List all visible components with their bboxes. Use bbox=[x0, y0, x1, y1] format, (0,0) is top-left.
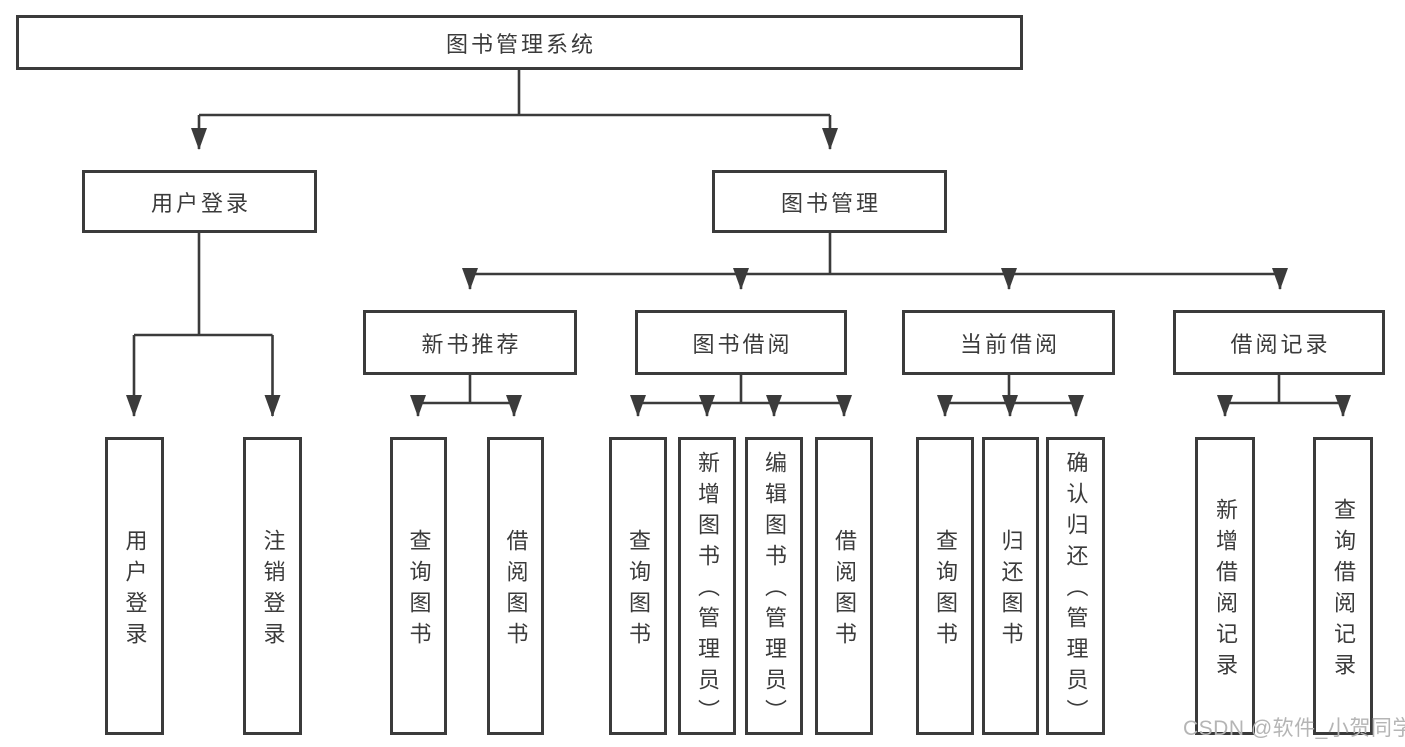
node-root: 图书管理系统 bbox=[16, 15, 1023, 70]
node-current-borrow-category: 当前借阅 bbox=[902, 310, 1115, 375]
node-book-management-branch: 图书管理 bbox=[712, 170, 947, 233]
node-user-login-branch: 用户登录 bbox=[82, 170, 317, 233]
node-login-user: 用户登录 bbox=[105, 437, 164, 735]
node-current-return: 归还图书 bbox=[982, 437, 1039, 735]
node-borrow-add-admin: 新增图书（管理员） bbox=[678, 437, 736, 735]
node-current-query: 查询图书 bbox=[916, 437, 974, 735]
node-new-books-category: 新书推荐 bbox=[363, 310, 577, 375]
node-newbooks-borrow: 借阅图书 bbox=[487, 437, 544, 735]
node-borrow-records-category: 借阅记录 bbox=[1173, 310, 1385, 375]
node-borrow-borrow: 借阅图书 bbox=[815, 437, 873, 735]
node-current-confirm-admin: 确认归还（管理员） bbox=[1046, 437, 1105, 735]
node-records-add: 新增借阅记录 bbox=[1195, 437, 1255, 735]
node-book-borrow-category: 图书借阅 bbox=[635, 310, 847, 375]
node-borrow-edit-admin: 编辑图书（管理员） bbox=[745, 437, 803, 735]
node-borrow-query: 查询图书 bbox=[609, 437, 667, 735]
node-newbooks-query: 查询图书 bbox=[390, 437, 447, 735]
node-logout: 注销登录 bbox=[243, 437, 302, 735]
node-records-query: 查询借阅记录 bbox=[1313, 437, 1373, 735]
csdn-watermark: CSDN @软件_小贺同学 bbox=[1183, 717, 1405, 740]
